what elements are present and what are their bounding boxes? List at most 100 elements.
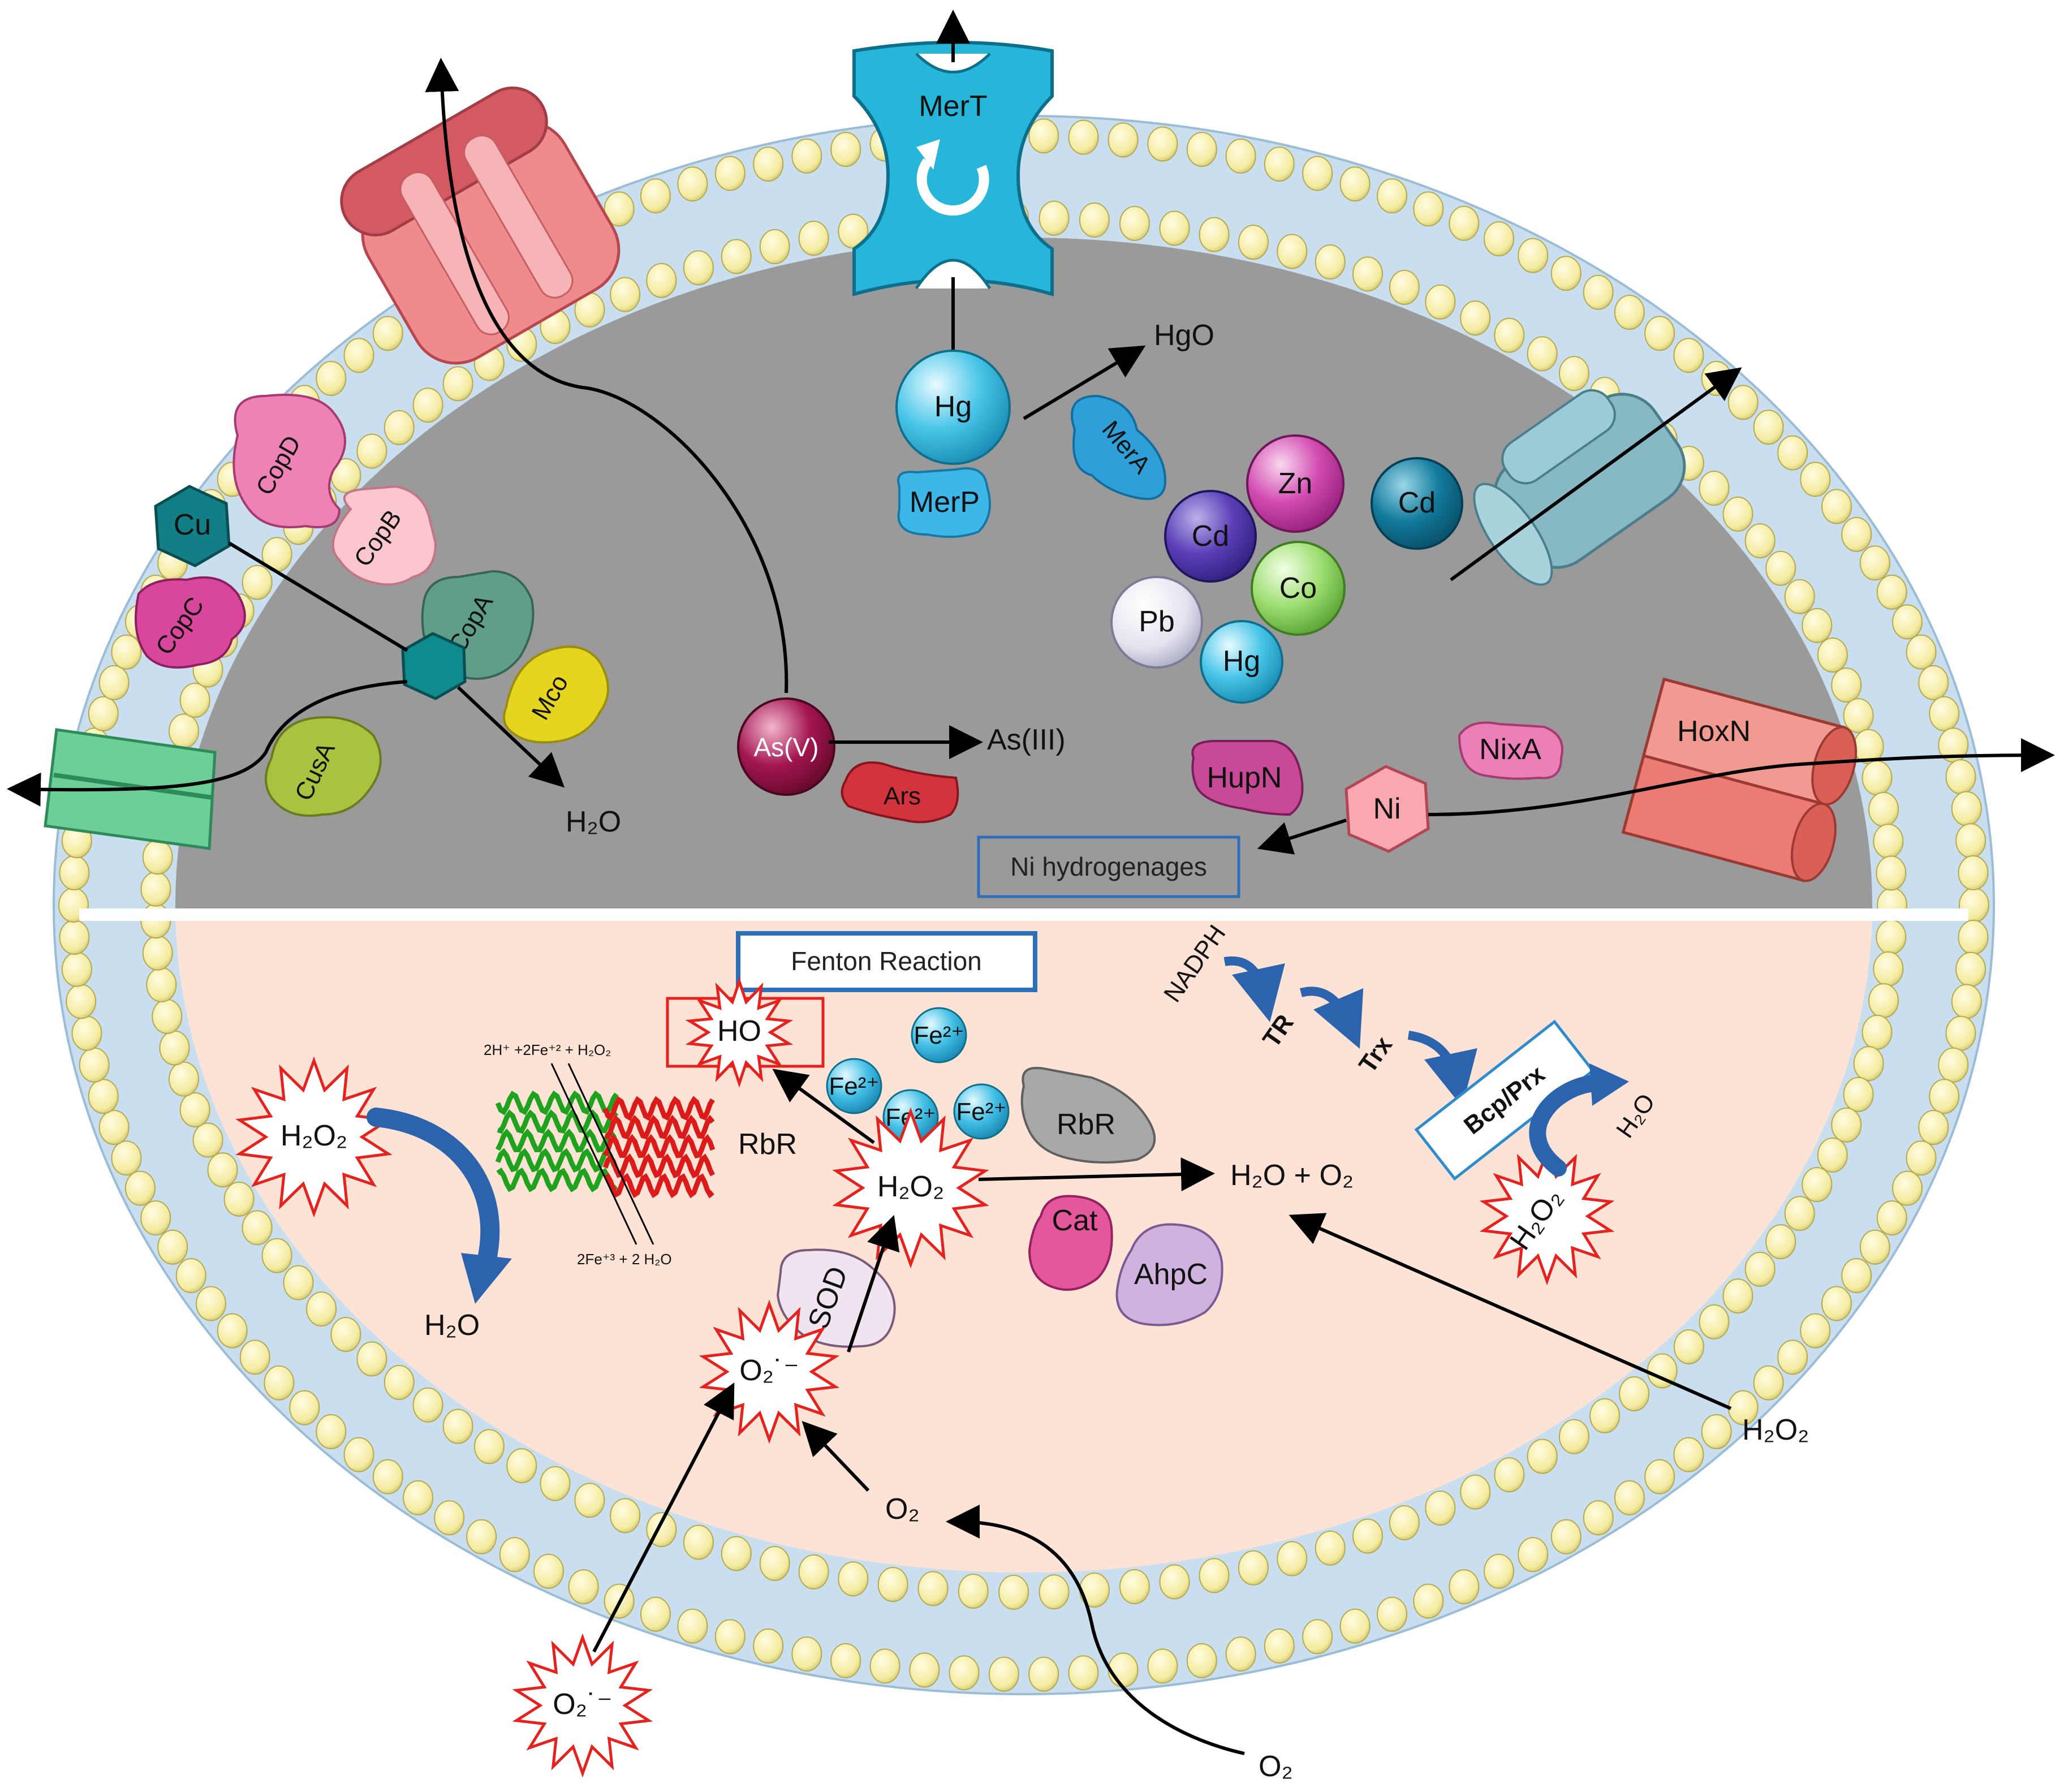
lipid-head (1727, 385, 1759, 420)
lipid-head (1527, 336, 1558, 372)
merp-label: MerP (910, 486, 980, 519)
lipid-head (610, 277, 641, 312)
ars-label: Ars (884, 782, 921, 810)
lipid-head (1673, 338, 1704, 373)
lipid-head (1859, 1229, 1890, 1265)
o2-radical-in-label: O₂˙⁻ (739, 1354, 799, 1387)
hoxn-transporter: HoxN (1621, 677, 1858, 882)
lipid-head (1906, 1140, 1937, 1176)
h2o2-to-products-arrow (978, 1157, 1215, 1192)
lipid-head (1753, 1365, 1784, 1401)
lipid-head (157, 1229, 188, 1265)
lipid-head (1238, 1550, 1269, 1586)
fe-ion-2-label: Fe²⁺ (829, 1072, 879, 1100)
lipid-head (1199, 1558, 1230, 1593)
lipid-head (1238, 225, 1269, 260)
lipid-head (1339, 166, 1371, 202)
lipid-head (1841, 1258, 1872, 1294)
lipid-head (1302, 156, 1333, 191)
lipid-head (356, 433, 387, 469)
lipid-head (1945, 759, 1976, 795)
lipid-head (1873, 824, 1904, 859)
fe-ion-4-label: Fe²⁺ (956, 1098, 1006, 1126)
tr-to-trx-arrow (1299, 987, 1364, 1049)
lipid-head (1550, 256, 1582, 291)
hoxn-label: HoxN (1677, 715, 1751, 748)
lipid-head (1377, 178, 1408, 214)
h2o2-to-ho-arrow (772, 1069, 875, 1144)
lipid-head (142, 839, 173, 875)
pb-ion (1110, 576, 1203, 669)
lipid-head (98, 665, 130, 700)
lipid-head (1518, 238, 1549, 273)
lipid-head (261, 1238, 292, 1273)
pb-label: Pb (1139, 605, 1175, 638)
lipid-head (869, 1648, 900, 1684)
nixa-label: NixA (1479, 733, 1541, 766)
lipid-head (1460, 300, 1491, 336)
lipid-head (466, 1519, 497, 1554)
co-label: Co (1279, 572, 1317, 605)
lipid-head (714, 156, 746, 191)
lipid-head (242, 565, 273, 600)
lipid-head (798, 1554, 829, 1589)
nixa-protein (1458, 721, 1563, 780)
lipid-head (1302, 1619, 1333, 1655)
lipid-head (1744, 1251, 1776, 1287)
lipid-head (1876, 855, 1907, 891)
lipid-head (1264, 1628, 1295, 1664)
lipid-head (753, 147, 784, 182)
cd-dark-label: Cd (1398, 486, 1436, 519)
lipid-head (111, 634, 142, 670)
mert-transporter: MerT (852, 41, 1054, 297)
h2o2-to-h2o-blue-arrow (367, 1108, 500, 1271)
lipid-head (412, 387, 443, 423)
lipid-head (1859, 545, 1890, 581)
lipid-head (192, 1122, 223, 1158)
lipid-head (1800, 462, 1831, 497)
lipid-head (403, 1480, 434, 1515)
rbr-structure-label: RbR (738, 1128, 797, 1161)
lipid-head (677, 1608, 708, 1644)
lipid-head (1119, 205, 1150, 241)
h2o2-to-h2o-right-head (1589, 1063, 1629, 1106)
lipid-head (59, 919, 90, 955)
lipid-head (1777, 1339, 1808, 1375)
lipid-head (223, 1181, 255, 1217)
lipid-head (1784, 1196, 1815, 1231)
lipid-head (1068, 1655, 1099, 1691)
lipid-head (1039, 1574, 1070, 1610)
lipid-head (1744, 523, 1776, 559)
lipid-head (88, 1079, 119, 1114)
lipid-head (1028, 1656, 1059, 1692)
lipid-head (1951, 791, 1982, 826)
lipid-head (434, 1500, 465, 1536)
lipid-head (1644, 1459, 1675, 1494)
lipid-head (179, 683, 210, 718)
lipid-head (830, 132, 861, 167)
hupn-protein (1191, 740, 1304, 816)
lipid-head (604, 191, 635, 227)
lipid-head (1699, 1304, 1730, 1339)
lipid-head (1199, 217, 1230, 252)
lipid-head (384, 410, 415, 445)
lipid-head (721, 1536, 752, 1571)
hg-to-hgo-arrow (1023, 345, 1146, 420)
lipid-head (1945, 1015, 1976, 1051)
h2o2-left-burst (235, 1056, 393, 1218)
nadph-to-tr-arrow (1223, 956, 1285, 1022)
lipid-head (1892, 604, 1923, 640)
lipid-head (140, 871, 171, 907)
o2-radical-out-label: O₂˙⁻ (553, 1688, 612, 1721)
zn-label: Zn (1278, 467, 1313, 500)
lipid-head (574, 1483, 605, 1518)
sod-to-h2o2-arrow (847, 1214, 900, 1352)
lipid-head (1494, 317, 1525, 353)
lipid-head (1918, 1110, 1949, 1145)
h2o2-uptake-arrow (1289, 1213, 1732, 1410)
lipid-head (1079, 203, 1110, 238)
lipid-head (1701, 1414, 1732, 1449)
ho-radical-burst (685, 977, 794, 1088)
merp-protein (897, 467, 991, 538)
reaction-bottom-label: 2Fe⁺³ + 2 H₂O (577, 1251, 672, 1268)
